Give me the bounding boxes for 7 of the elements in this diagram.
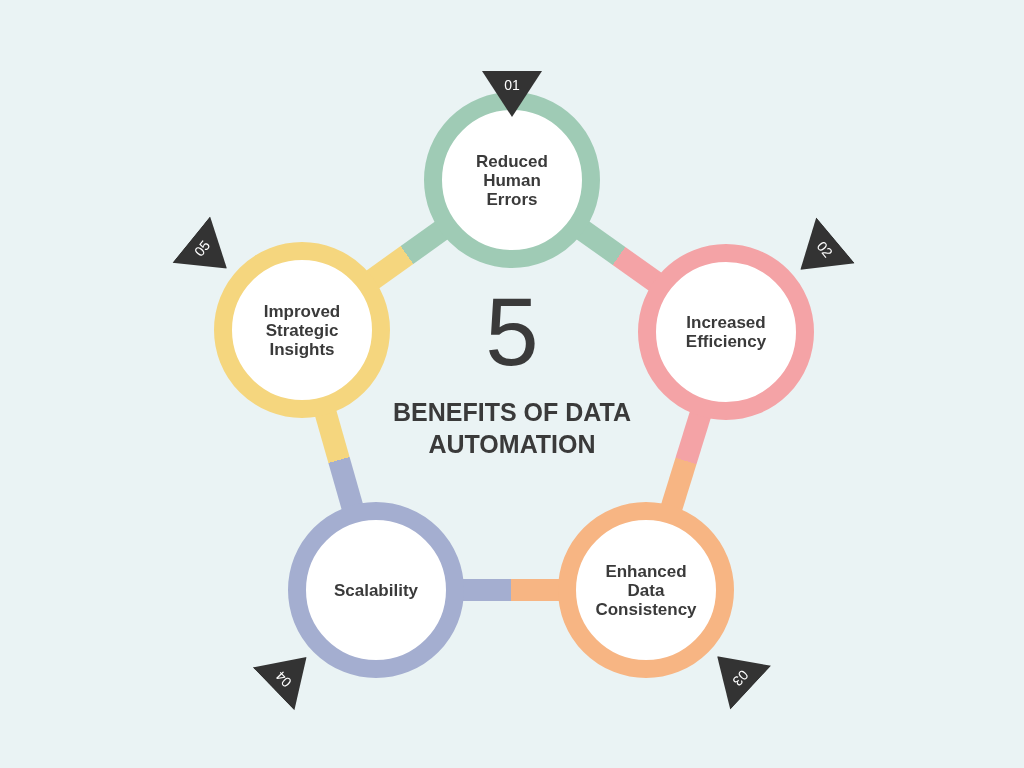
benefit-label: Increased Efficiency: [684, 313, 768, 351]
diagram-title: BENEFITS OF DATA AUTOMATION: [392, 397, 632, 460]
benefit-label: Improved Strategic Insights: [262, 301, 342, 359]
benefit-label: Reduced Human Errors: [475, 151, 549, 209]
benefit-label: Scalability: [333, 580, 419, 600]
big-number: 5: [484, 282, 540, 382]
benefit-label: Enhanced Data Consistency: [594, 561, 698, 619]
